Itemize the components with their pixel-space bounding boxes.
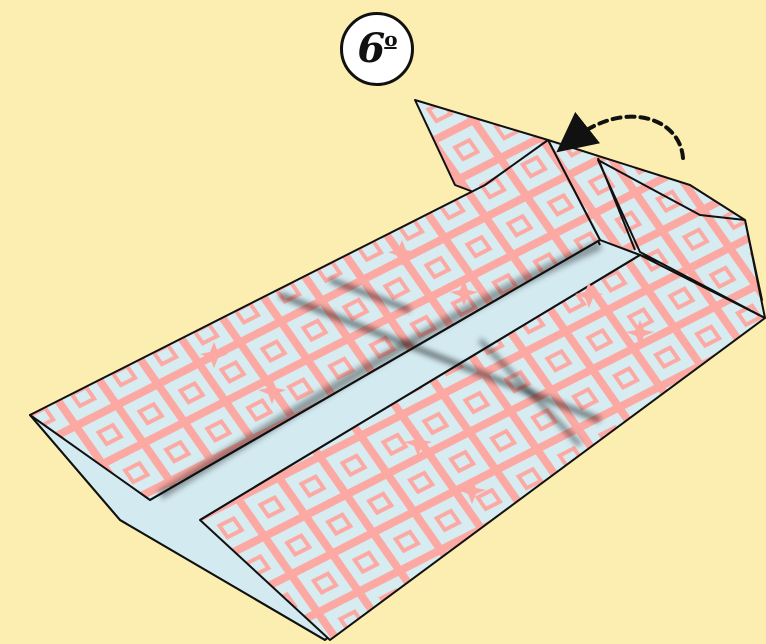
step-ordinal-suffix: o <box>384 27 396 51</box>
step-number: 6 <box>357 25 384 72</box>
step-label: 6o <box>357 29 396 69</box>
dashed-fold-arrow-icon <box>572 117 683 158</box>
step-number-badge: 6o <box>340 12 414 86</box>
